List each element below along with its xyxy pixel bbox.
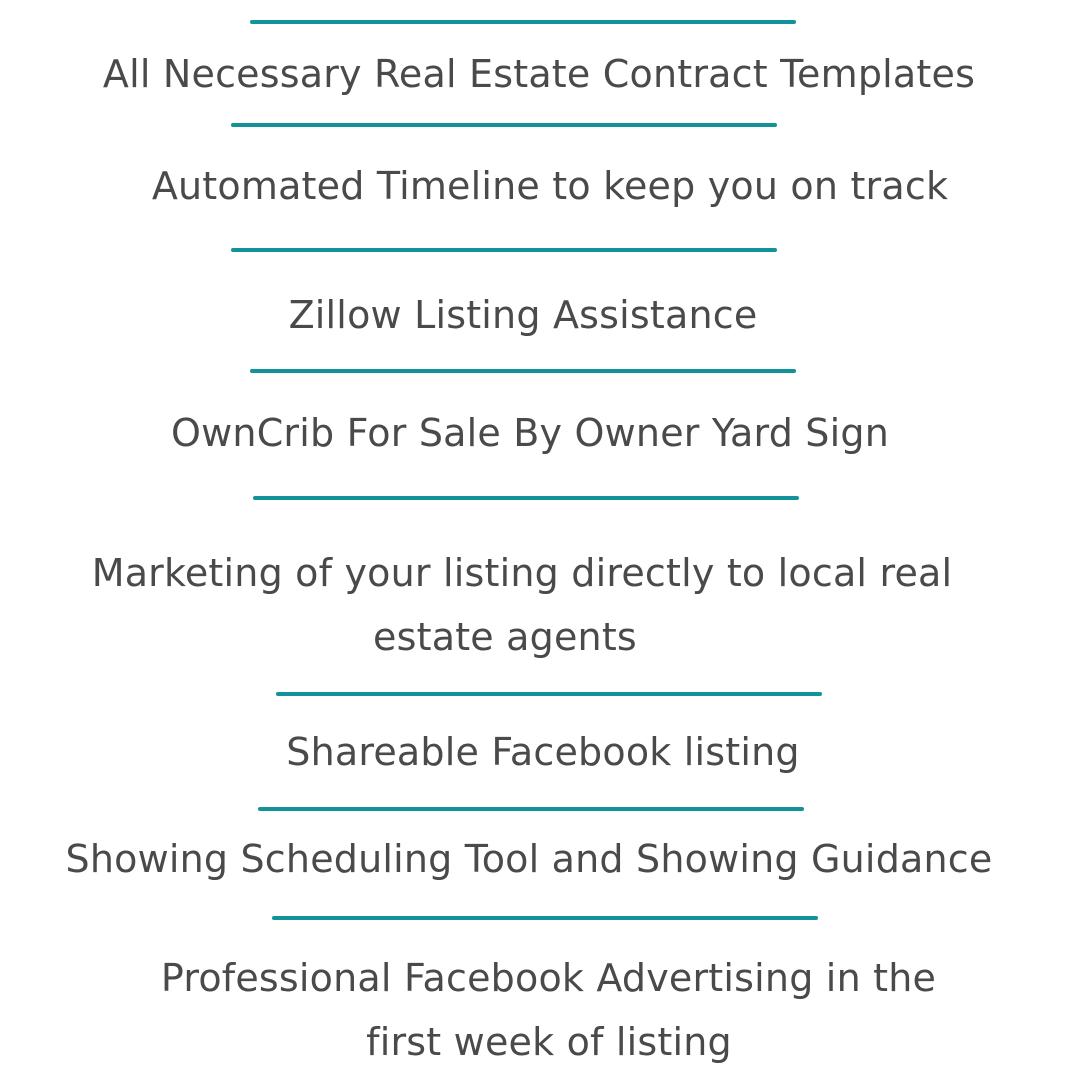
feature-line: Marketing of your listing directly to lo… [91, 551, 953, 595]
feature-line: estate agents [373, 615, 637, 659]
feature-line: All Necessary Real Estate Contract Templ… [102, 52, 976, 96]
feature-automated-timeline: Automated Timeline to keep you on track [10, 155, 1080, 217]
feature-zillow-assistance: Zillow Listing Assistance [0, 284, 1063, 346]
divider-8 [272, 916, 818, 920]
feature-line: Zillow Listing Assistance [288, 293, 758, 337]
divider-6 [276, 692, 822, 696]
divider-5 [253, 496, 799, 500]
feature-line: Shareable Facebook listing [286, 730, 800, 774]
feature-showing-scheduling: Showing Scheduling Tool and Showing Guid… [0, 828, 1069, 890]
feature-line: Showing Scheduling Tool and Showing Guid… [65, 837, 993, 881]
divider-1 [250, 20, 796, 24]
feature-contract-templates: All Necessary Real Estate Contract Templ… [0, 43, 1079, 105]
divider-3 [231, 248, 777, 252]
divider-7 [258, 807, 804, 811]
feature-line: Professional Facebook Advertising in the [160, 956, 937, 1000]
divider-4 [250, 369, 796, 373]
feature-yard-sign: OwnCrib For Sale By Owner Yard Sign [0, 402, 1070, 464]
feature-facebook-advertising: Professional Facebook Advertising in the… [0, 946, 1080, 1074]
feature-agent-marketing: Marketing of your listing directly to lo… [0, 541, 1080, 669]
divider-2 [231, 123, 777, 127]
feature-facebook-listing: Shareable Facebook listing [3, 721, 1080, 783]
feature-line: first week of listing [366, 1020, 732, 1064]
feature-line: OwnCrib For Sale By Owner Yard Sign [171, 411, 889, 455]
feature-line: Automated Timeline to keep you on track [151, 164, 949, 208]
